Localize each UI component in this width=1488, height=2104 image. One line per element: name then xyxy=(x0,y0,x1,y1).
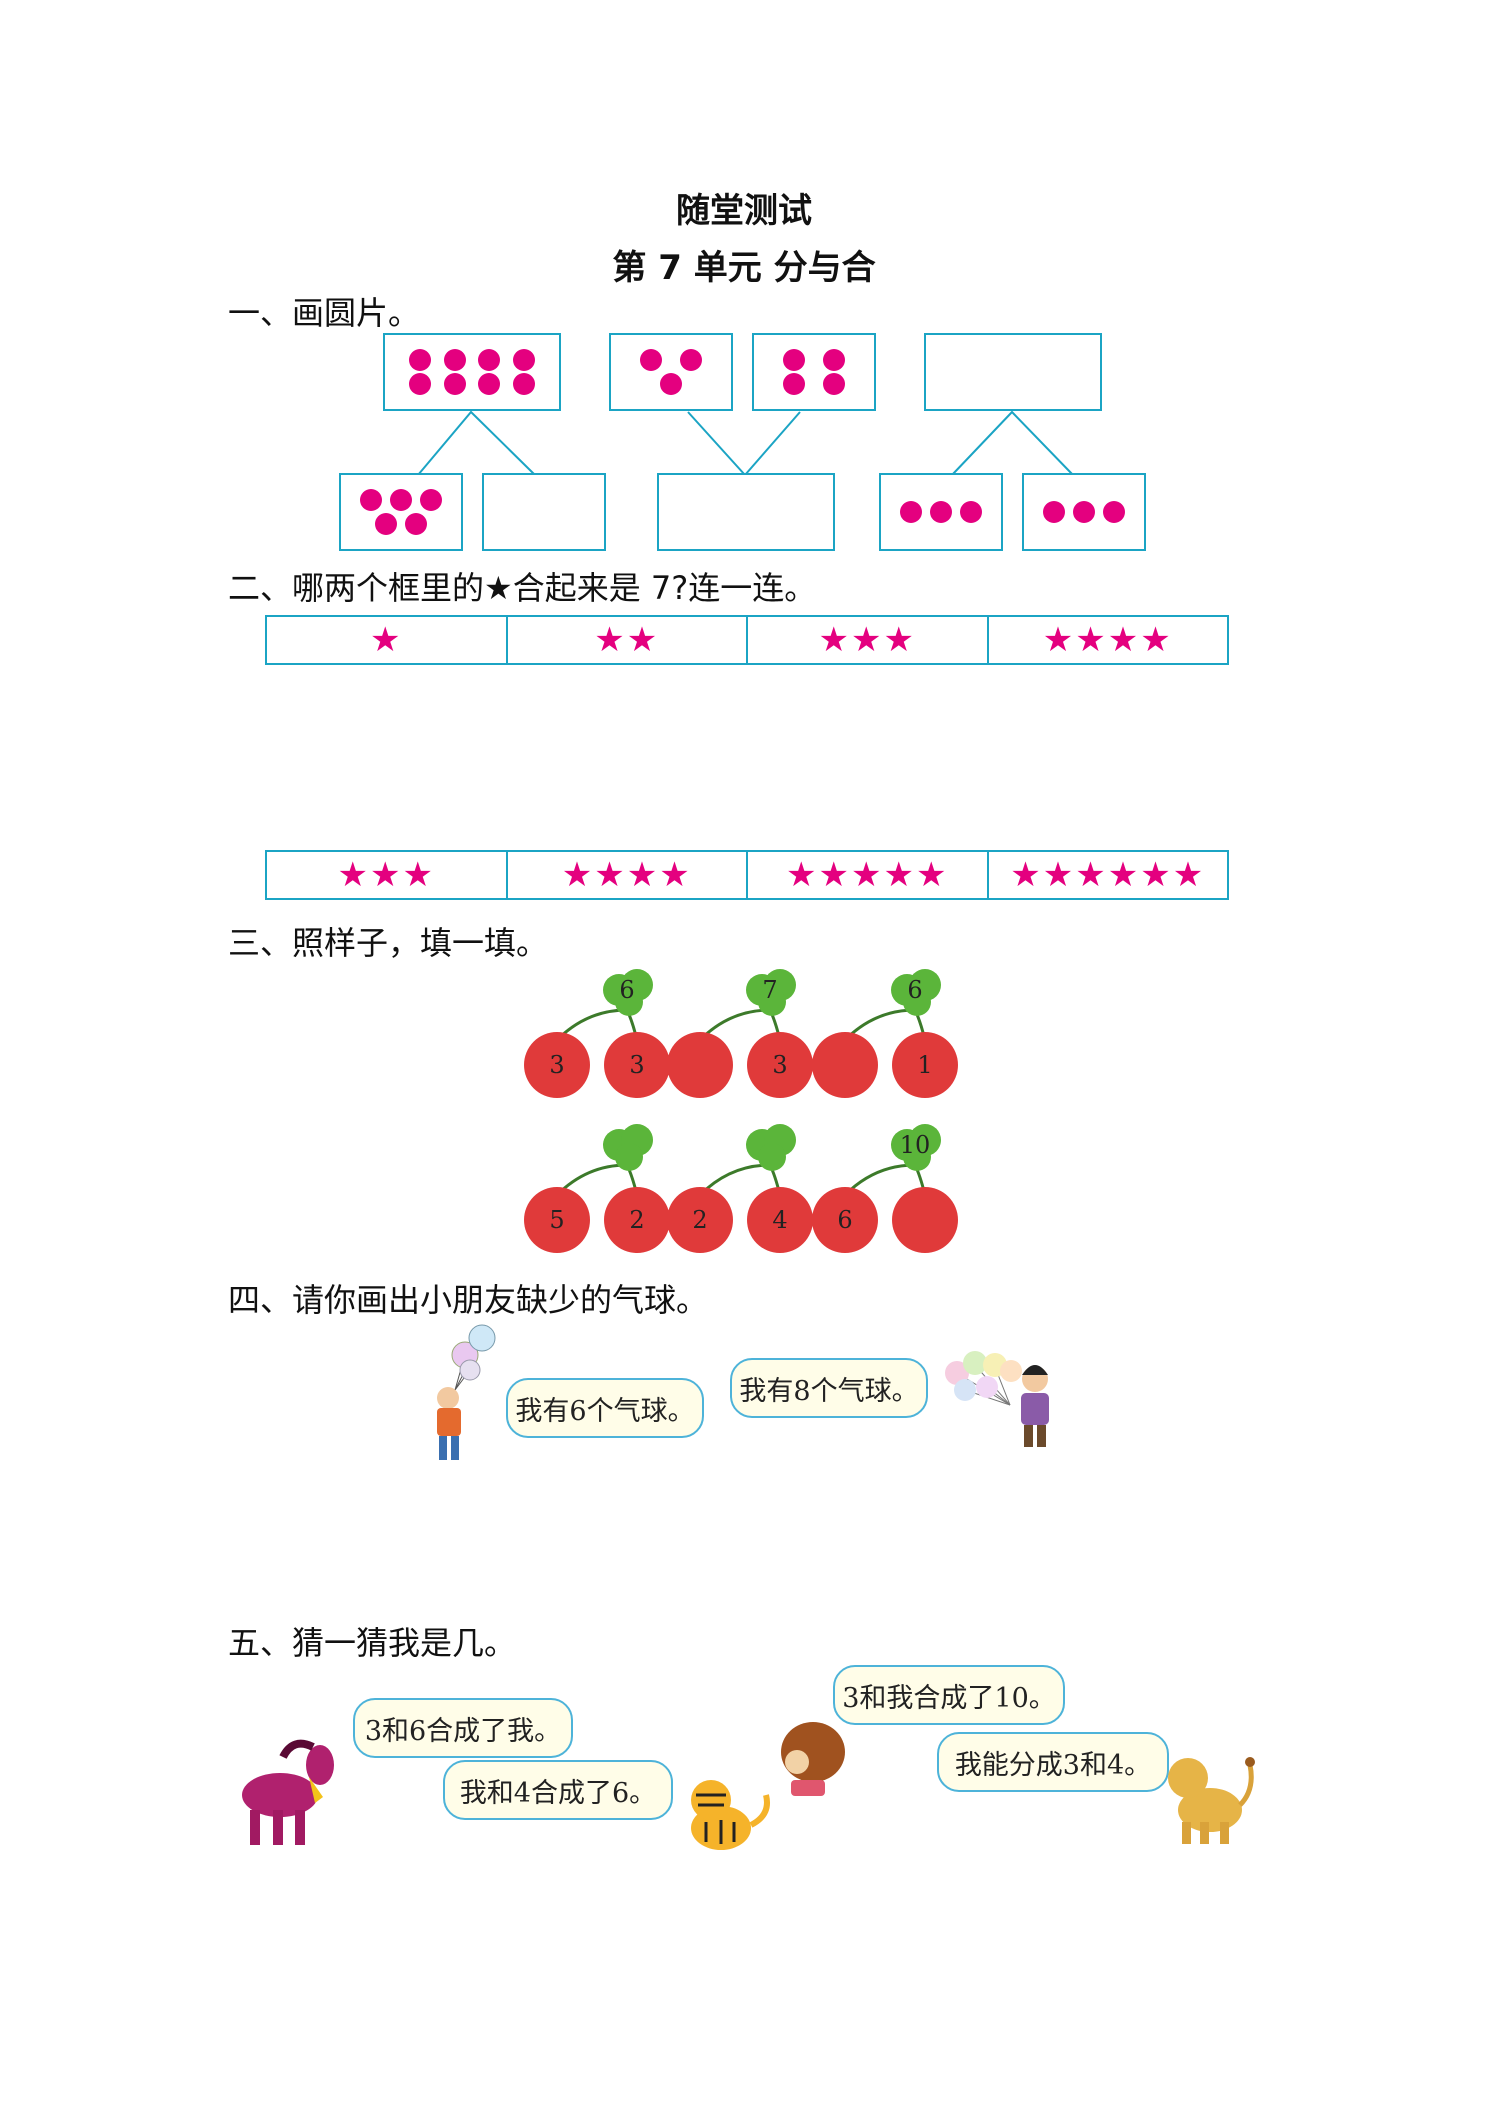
circle-dot xyxy=(783,348,805,371)
circle-dot xyxy=(420,488,442,511)
answer-box-top[interactable] xyxy=(924,333,1102,411)
star-row-top: ★★★★★★★★★★ xyxy=(265,615,1229,665)
star-box-5[interactable]: ★★★★★ xyxy=(748,852,989,898)
circle-box-4 xyxy=(752,333,876,411)
cherry-left xyxy=(524,1032,590,1098)
cherry-diagrams: 6 3 3 7 3 6 1 5 2 2 4 10 6 xyxy=(524,969,958,1253)
star-box-3[interactable]: ★★★ xyxy=(267,852,508,898)
question-2-heading: 二、哪两个框里的★合起来是 7?连一连。 xyxy=(228,569,817,607)
circle-box-3b xyxy=(1022,473,1146,551)
answer-box-left[interactable] xyxy=(482,473,606,551)
circle-dot xyxy=(513,348,536,371)
question-1-heading: 一、画圆片。 xyxy=(228,294,421,332)
circle-dot xyxy=(1073,501,1095,523)
cherry-left xyxy=(667,1032,733,1098)
cherry-left xyxy=(812,1032,878,1098)
circle-dot xyxy=(1103,501,1125,523)
cherry-right-number: 3 xyxy=(772,1051,787,1079)
speech-bubble-lion: 我能分成3和4。 xyxy=(937,1732,1169,1792)
hedgehog-icon xyxy=(781,1722,845,1796)
cherry-top-number: 6 xyxy=(907,976,922,1004)
speech-bubble-tiger: 我和4合成了6。 xyxy=(443,1760,673,1820)
cherry-left xyxy=(812,1187,878,1253)
question-5-heading: 五、猜一猜我是几。 xyxy=(228,1624,517,1662)
circle-dot xyxy=(660,373,682,396)
speech-bubble-horse: 3和6合成了我。 xyxy=(353,1698,573,1758)
star-row-bottom: ★★★★★★★★★★★★★★★★★★ xyxy=(265,850,1229,900)
circle-box-5 xyxy=(339,473,463,551)
circle-dot xyxy=(405,513,427,536)
cherry-right xyxy=(892,1187,958,1253)
speech-bubble-hedgehog: 3和我合成了10。 xyxy=(833,1665,1065,1725)
circle-dot xyxy=(408,348,431,371)
cherry-left-number: 3 xyxy=(549,1051,564,1079)
cherry-right xyxy=(604,1032,670,1098)
cherry-right xyxy=(747,1032,813,1098)
cherry-right-number: 2 xyxy=(629,1206,644,1234)
leaf-icon xyxy=(903,988,931,1016)
star-box-2[interactable]: ★★ xyxy=(508,617,748,663)
circle-dot xyxy=(783,373,805,396)
page-title: 随堂测试 xyxy=(676,191,812,231)
circle-box-3a xyxy=(879,473,1003,551)
leaf-icon xyxy=(758,988,786,1016)
star-box-6[interactable]: ★★★★★★ xyxy=(1010,855,1206,895)
circle-dot xyxy=(478,348,501,371)
circle-dot xyxy=(823,348,845,371)
star-box-4[interactable]: ★★★★ xyxy=(1042,620,1173,660)
circle-dot xyxy=(900,501,922,523)
cherry-top-number: 10 xyxy=(900,1131,931,1159)
horse-icon xyxy=(242,1739,334,1845)
circle-dot xyxy=(640,348,662,371)
star-box-3[interactable]: ★★★ xyxy=(748,617,989,663)
leaf-icon xyxy=(758,1143,786,1171)
circle-dot xyxy=(930,501,952,523)
cherry-top-number: 6 xyxy=(619,976,634,1004)
cherry-left-number: 6 xyxy=(837,1206,852,1234)
cherry-left xyxy=(524,1187,590,1253)
circle-dot xyxy=(478,373,501,396)
lion-icon xyxy=(1168,1757,1255,1844)
circle-dot xyxy=(680,348,702,371)
boy-with-balloons-icon xyxy=(437,1324,496,1460)
cherry-left-number: 5 xyxy=(549,1206,564,1234)
question-4-heading: 四、请你画出小朋友缺少的气球。 xyxy=(228,1281,709,1319)
tiger-icon xyxy=(691,1780,770,1850)
circle-dot xyxy=(408,373,431,396)
cherry-right xyxy=(747,1187,813,1253)
circle-dot xyxy=(443,348,466,371)
answer-box-bottom[interactable] xyxy=(657,473,835,551)
speech-bubble-left: 我有6个气球。 xyxy=(506,1378,704,1438)
cherry-left-number: 2 xyxy=(692,1206,707,1234)
leaf-icon xyxy=(615,1143,643,1171)
cherry-right-number: 4 xyxy=(772,1206,787,1234)
circle-dot xyxy=(823,373,845,396)
circle-dot xyxy=(375,513,397,536)
question-3-heading: 三、照样子，填一填。 xyxy=(228,924,549,962)
circle-dot xyxy=(960,501,982,523)
cherry-top-number: 7 xyxy=(762,976,777,1004)
cherry-right-number: 1 xyxy=(917,1051,932,1079)
circle-dot xyxy=(513,373,536,396)
circle-dot xyxy=(1043,501,1065,523)
page-subtitle: 第 7 单元 分与合 xyxy=(612,248,876,288)
circle-dot xyxy=(360,488,382,511)
speech-bubble-right: 我有8个气球。 xyxy=(730,1358,928,1418)
circle-dot xyxy=(443,373,466,396)
cherry-right xyxy=(892,1032,958,1098)
circle-box-3 xyxy=(609,333,733,411)
circle-box-8 xyxy=(383,333,561,411)
girl-with-balloons-icon xyxy=(945,1351,1049,1447)
cherry-left xyxy=(667,1187,733,1253)
leaf-icon xyxy=(903,1143,931,1171)
star-box-1[interactable]: ★ xyxy=(267,617,508,663)
cherry-right-number: 3 xyxy=(629,1051,644,1079)
cherry-right xyxy=(604,1187,670,1253)
leaf-icon xyxy=(615,988,643,1016)
circle-dot xyxy=(390,488,412,511)
star-box-4[interactable]: ★★★★ xyxy=(508,852,748,898)
